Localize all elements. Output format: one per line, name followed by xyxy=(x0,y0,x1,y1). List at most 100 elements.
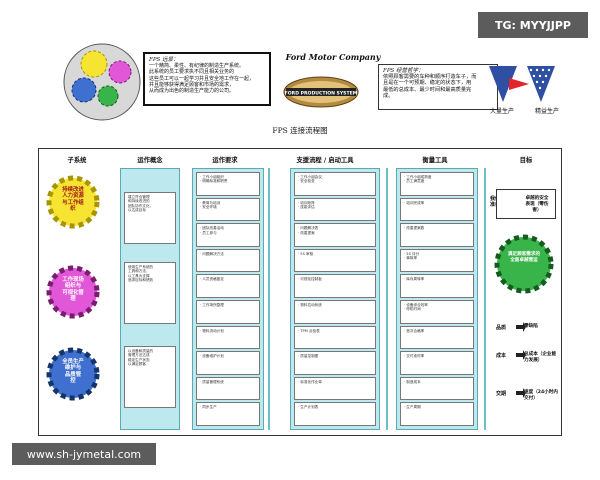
goal-cost-label: 成本 xyxy=(496,353,507,359)
gear-green-icon xyxy=(494,234,554,294)
requirement-cell-line: · 安全环境 xyxy=(200,205,217,209)
goal-quality-label: 品质 xyxy=(496,325,507,331)
requirement-cell-line: · 明确标准和职责 xyxy=(200,179,228,184)
fps-logo-text: FORD PRODUCTION SYSTEM xyxy=(285,90,358,96)
goal-delivery-value: 速度（24小时内交付） xyxy=(524,390,558,401)
goal-center-text: 满足顾客需求的全面卓越营运 xyxy=(507,252,541,263)
measure-cell-line: · 生产周期 xyxy=(404,405,421,410)
measure-cell: · 首次合格率 xyxy=(400,325,474,350)
subsystem-gear-3: 全员生产 维护与 品质管 控 xyxy=(44,345,102,403)
measure-cell-line: · 设备综合效率 xyxy=(404,303,428,307)
tool-cell: · TPM 点检表 xyxy=(294,325,376,350)
measure-cell-line: · 5S 评分 xyxy=(404,251,420,256)
tool-cell-line: · 改善提案 xyxy=(298,230,315,235)
measure-cell-line: · 事故率 xyxy=(404,256,418,261)
requirement-cell-line: · 质量管理系统 xyxy=(200,379,224,384)
requirement-cell: · 团队改善活动· 员工参与 xyxy=(196,223,260,247)
tool-cell-line: · 物料拉动系统 xyxy=(298,303,322,307)
measure-cell-line: · 库存周转率 xyxy=(404,277,425,282)
column-header-measures: 衡量工具 xyxy=(422,157,448,164)
requirement-cell-line: · 团队改善活动 xyxy=(200,226,224,231)
concept-cell-3: 以设备和质量的 管理方法达成 稳定生产状态 以满足顾客 xyxy=(124,346,176,408)
measure-cell-line: · 工作小组成熟度 xyxy=(404,175,432,179)
fps-philosophy-line: 且是在一个可预期、稳定的状态下，用 xyxy=(383,80,472,87)
requirement-cell-line: · 问题解决方法 xyxy=(200,251,224,256)
requirement-cell-line: · 物料流动计划 xyxy=(200,328,224,333)
requirement-cell: · 质量管理系统 xyxy=(196,376,260,401)
requirement-cell-line: · 人员资格鉴定 xyxy=(200,277,224,282)
gear-green-icon xyxy=(97,85,119,107)
concept-cell-2: 使用生产系统的 工具和方法， 以工具为支撑 追求目标和绩效 xyxy=(124,262,176,324)
column-header-subsystem: 子系统 xyxy=(67,157,87,164)
requirement-cell: · 问题解决方法 xyxy=(196,248,260,273)
tool-cell-line: · 技能评估 xyxy=(298,205,315,209)
telegram-watermark: TG: MYYJJPP xyxy=(478,12,588,38)
requirement-cell-line: · 同步生产 xyxy=(200,405,217,410)
goal-cost-value: 总成本（企业能力发展） xyxy=(524,352,557,363)
requirement-cell: · 工作场所整理 xyxy=(196,300,260,324)
mass-production-label: 大量生产 xyxy=(489,108,514,115)
fps-vision-line: 并且能够获得满足顾客和市场的需求， xyxy=(149,81,235,88)
fps-vision-title: FPS 远景： xyxy=(149,57,179,63)
column-divider xyxy=(484,168,486,430)
tool-cell: · 生产计划表 xyxy=(294,402,376,426)
website-watermark: www.sh-jymetal.com xyxy=(12,443,156,465)
goal-arrows-icon xyxy=(516,322,526,398)
measure-cell: · 工作小组成熟度· 员工满意度 xyxy=(400,172,474,196)
fps-philosophy-line: 成。 xyxy=(383,92,394,99)
tool-cell-line: · TPM 点检表 xyxy=(298,328,320,333)
gear-magenta-icon xyxy=(46,265,100,319)
requirement-cell-line: · 工作场所整理 xyxy=(200,303,224,307)
tool-cell-line: · 可视化控制板 xyxy=(298,277,322,282)
tool-cell: · 可视化控制板 xyxy=(294,274,376,298)
column-header-concept: 运作概念 xyxy=(137,157,163,164)
requirement-cell-line: · 工作小组组织 xyxy=(200,175,224,179)
measure-cell: · 设备综合效率· 停机时间 xyxy=(400,300,474,324)
measure-cell: · 交付准时率 xyxy=(400,351,474,375)
column-header-goals: 目标 xyxy=(519,157,533,164)
concept-cell-1: 建立符合管理 和持续改进的 团队协作文化， 以达成目标 xyxy=(124,192,176,244)
fps-philosophy-box: FPS 经营哲学： 依照顾客需要的车种和顺序打造车子，而 且是在一个可预期、稳定… xyxy=(378,64,498,110)
measure-cell-line: · 员工满意度 xyxy=(404,179,425,184)
fps-vision-line: 从而成为出色的制造生产能力的公司。 xyxy=(149,88,235,95)
goal-quality-value: 零缺陷 xyxy=(524,324,538,329)
fps-philosophy-title: FPS 经营哲学： xyxy=(383,68,424,74)
column-divider xyxy=(386,168,388,430)
goal-delivery-label: 交期 xyxy=(496,391,507,397)
measure-cell: · 改善提案数 xyxy=(400,223,474,247)
fps-logo-icon: FORD PRODUCTION SYSTEM xyxy=(283,76,359,108)
tool-cell-line: · 工作小组会议 xyxy=(298,175,322,179)
gear-yellow-icon xyxy=(46,175,100,229)
requirement-cell-line: · 教育与培训 xyxy=(200,200,221,205)
measure-cell: · 制造成本 xyxy=(400,376,474,401)
measure-cell-line: · 首次合格率 xyxy=(404,328,425,333)
measure-cell: · 库存周转率 xyxy=(400,274,474,298)
tool-cell: · 工作小组会议· 安全检查 xyxy=(294,172,376,196)
tool-cell: · 标准化作业单 xyxy=(294,376,376,401)
subsystem-gear-2: 工作现场 组织与 可视化管 理 xyxy=(44,263,102,321)
measure-cell: · 5S 评分· 事故率 xyxy=(400,248,474,273)
fps-vision-line: 一个精简、柔性、有纪律的制造生产系统。 xyxy=(149,63,245,70)
tool-cell-line: · 质量控制图 xyxy=(298,354,319,359)
measure-cell-line: · 制造成本 xyxy=(404,379,421,384)
gear-magenta-icon xyxy=(108,60,132,84)
tool-cell: · 物料拉动系统 xyxy=(294,300,376,324)
tool-cell-line: · 5S 审核 xyxy=(298,251,314,256)
requirement-cell: · 物料流动计划 xyxy=(196,325,260,350)
column-header-tools: 支援流程 / 启动工具 xyxy=(296,157,354,164)
measure-cell: · 生产周期 xyxy=(400,402,474,426)
fps-vision-line: 此系统的员工要求执不同且相关业务的 xyxy=(149,69,235,76)
requirement-cell: · 设备维护计划 xyxy=(196,351,260,375)
tool-cell-line: · 生产计划表 xyxy=(298,405,319,410)
tool-cell-line: · 培训矩阵 xyxy=(298,200,315,205)
measure-cell-line: · 交付准时率 xyxy=(404,354,425,359)
subsystem-label: 工作现场 组织与 可视化管 理 xyxy=(62,277,84,303)
subsystem-gear-1: 持续改进 人力资源 与工作组 织 xyxy=(44,173,102,231)
requirement-cell: · 人员资格鉴定 xyxy=(196,274,260,298)
tool-cell: · 质量控制图 xyxy=(294,351,376,375)
gear-yellow-icon xyxy=(80,50,108,78)
goal-safety-text: 卓越的安全表现（零伤害） xyxy=(525,196,549,213)
ford-company-title: Ford Motor Company xyxy=(285,52,381,62)
goal-center-gear: 满足顾客需求的全面卓越营运 xyxy=(492,232,556,296)
requirement-cell-line: · 员工参与 xyxy=(200,230,217,235)
